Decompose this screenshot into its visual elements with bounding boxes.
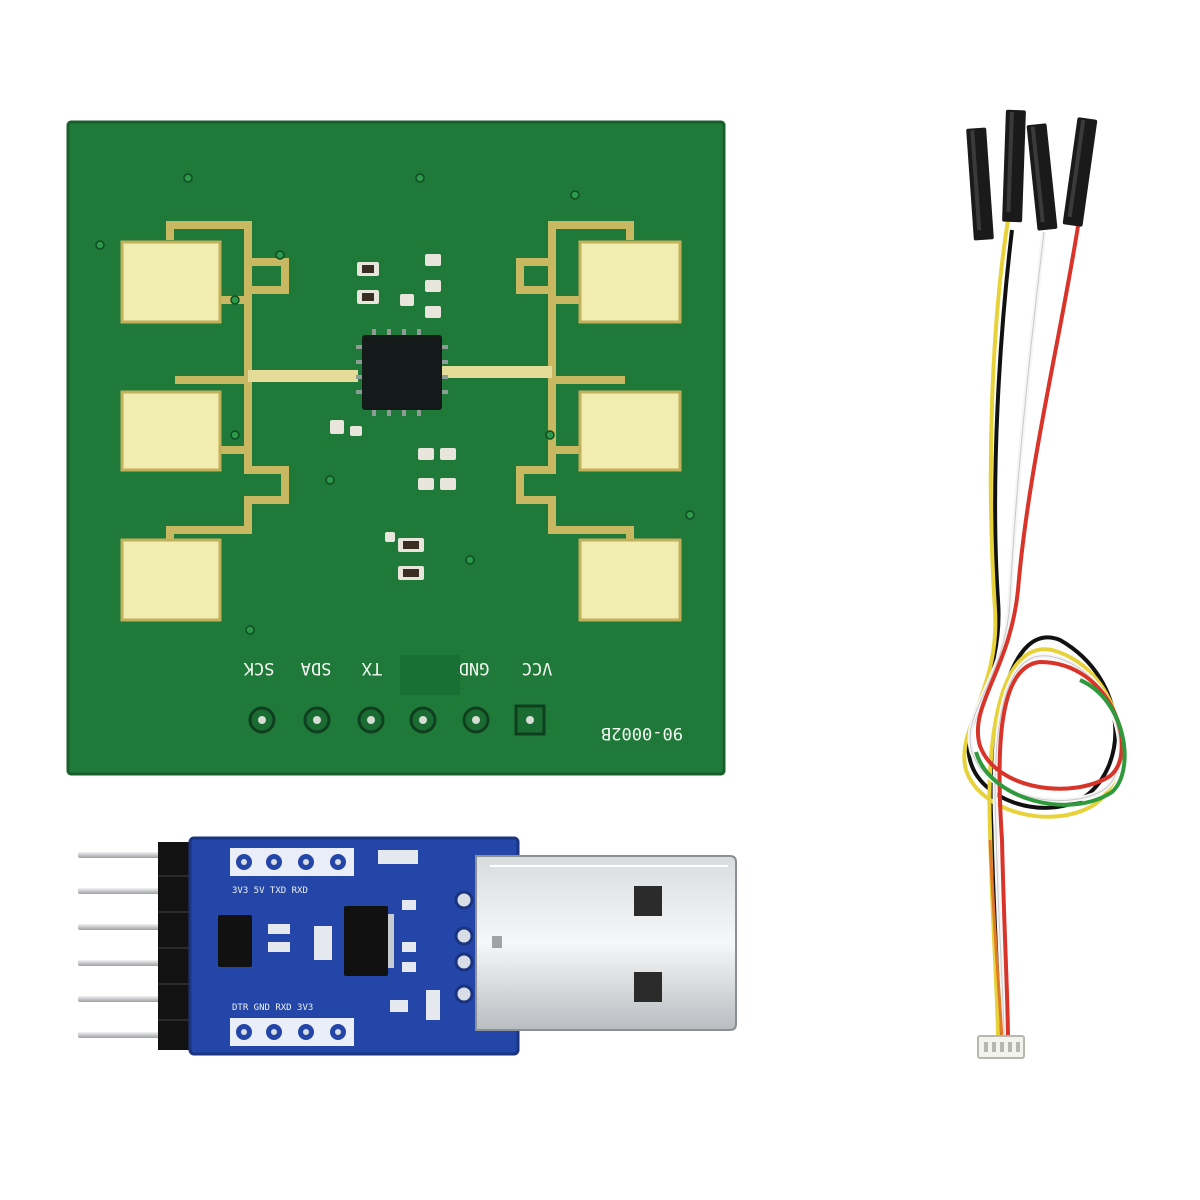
- dupont-connectors: [966, 109, 1098, 241]
- radar-pcb: [68, 122, 724, 774]
- pin-label-gnd: GND: [459, 658, 490, 678]
- feed-line-left: [248, 370, 358, 382]
- wire-green: [974, 678, 1127, 807]
- usb-a-plug: [475, 855, 737, 1031]
- antenna-patch: [578, 538, 682, 622]
- antenna-patch: [578, 240, 682, 324]
- adapter-ic-regulator: [344, 906, 388, 976]
- pin-header-plastic: [158, 842, 192, 1050]
- header-pins: [78, 852, 164, 1038]
- antenna-patch: [120, 240, 222, 324]
- adapter-ic-small: [218, 915, 252, 967]
- pin-label-tx: TX: [361, 658, 382, 678]
- usb-ttl-adapter: 3V3 5V TXD RXD DTR GND RXD 3V3: [78, 836, 737, 1056]
- pin-label-sda: SDA: [301, 658, 332, 678]
- header-pads: [248, 704, 546, 736]
- radar-chip: [362, 335, 442, 410]
- top-row-pads: [230, 848, 354, 876]
- adapter-smd: [268, 850, 440, 1020]
- feed-line-right: [440, 366, 552, 378]
- antenna-patch: [120, 390, 222, 472]
- antenna-patch: [578, 390, 682, 472]
- board-code: 90-0002B: [601, 723, 683, 743]
- usb-plug-hole: [634, 886, 662, 916]
- jumper-cable: [962, 109, 1127, 1059]
- smd-components: [330, 254, 456, 580]
- top-row-label: 3V3 5V TXD RXD: [232, 886, 308, 896]
- wire-yellow: [962, 219, 1122, 1041]
- antenna-traces: [166, 221, 634, 545]
- bottom-row-pads: [230, 1018, 354, 1046]
- wire-red: [975, 225, 1124, 1041]
- usb-plug-hole: [634, 972, 662, 1002]
- antenna-patches: [120, 240, 682, 622]
- pin-label-vcc: VCC: [522, 658, 553, 678]
- antenna-patch: [120, 538, 222, 622]
- usb-shield-pads: [454, 890, 474, 1004]
- bottom-row-label: DTR GND RXD 3V3: [232, 1003, 313, 1013]
- dupont-housing: [1002, 109, 1026, 223]
- wire-black: [966, 229, 1118, 1041]
- radar-module-board: SCK SDA TX RX GND VCC 90-0002B: [66, 120, 726, 776]
- pin-label-sck: SCK: [243, 658, 274, 678]
- pin-labels: SCK SDA TX RX GND VCC: [243, 658, 552, 678]
- vias: [95, 173, 695, 635]
